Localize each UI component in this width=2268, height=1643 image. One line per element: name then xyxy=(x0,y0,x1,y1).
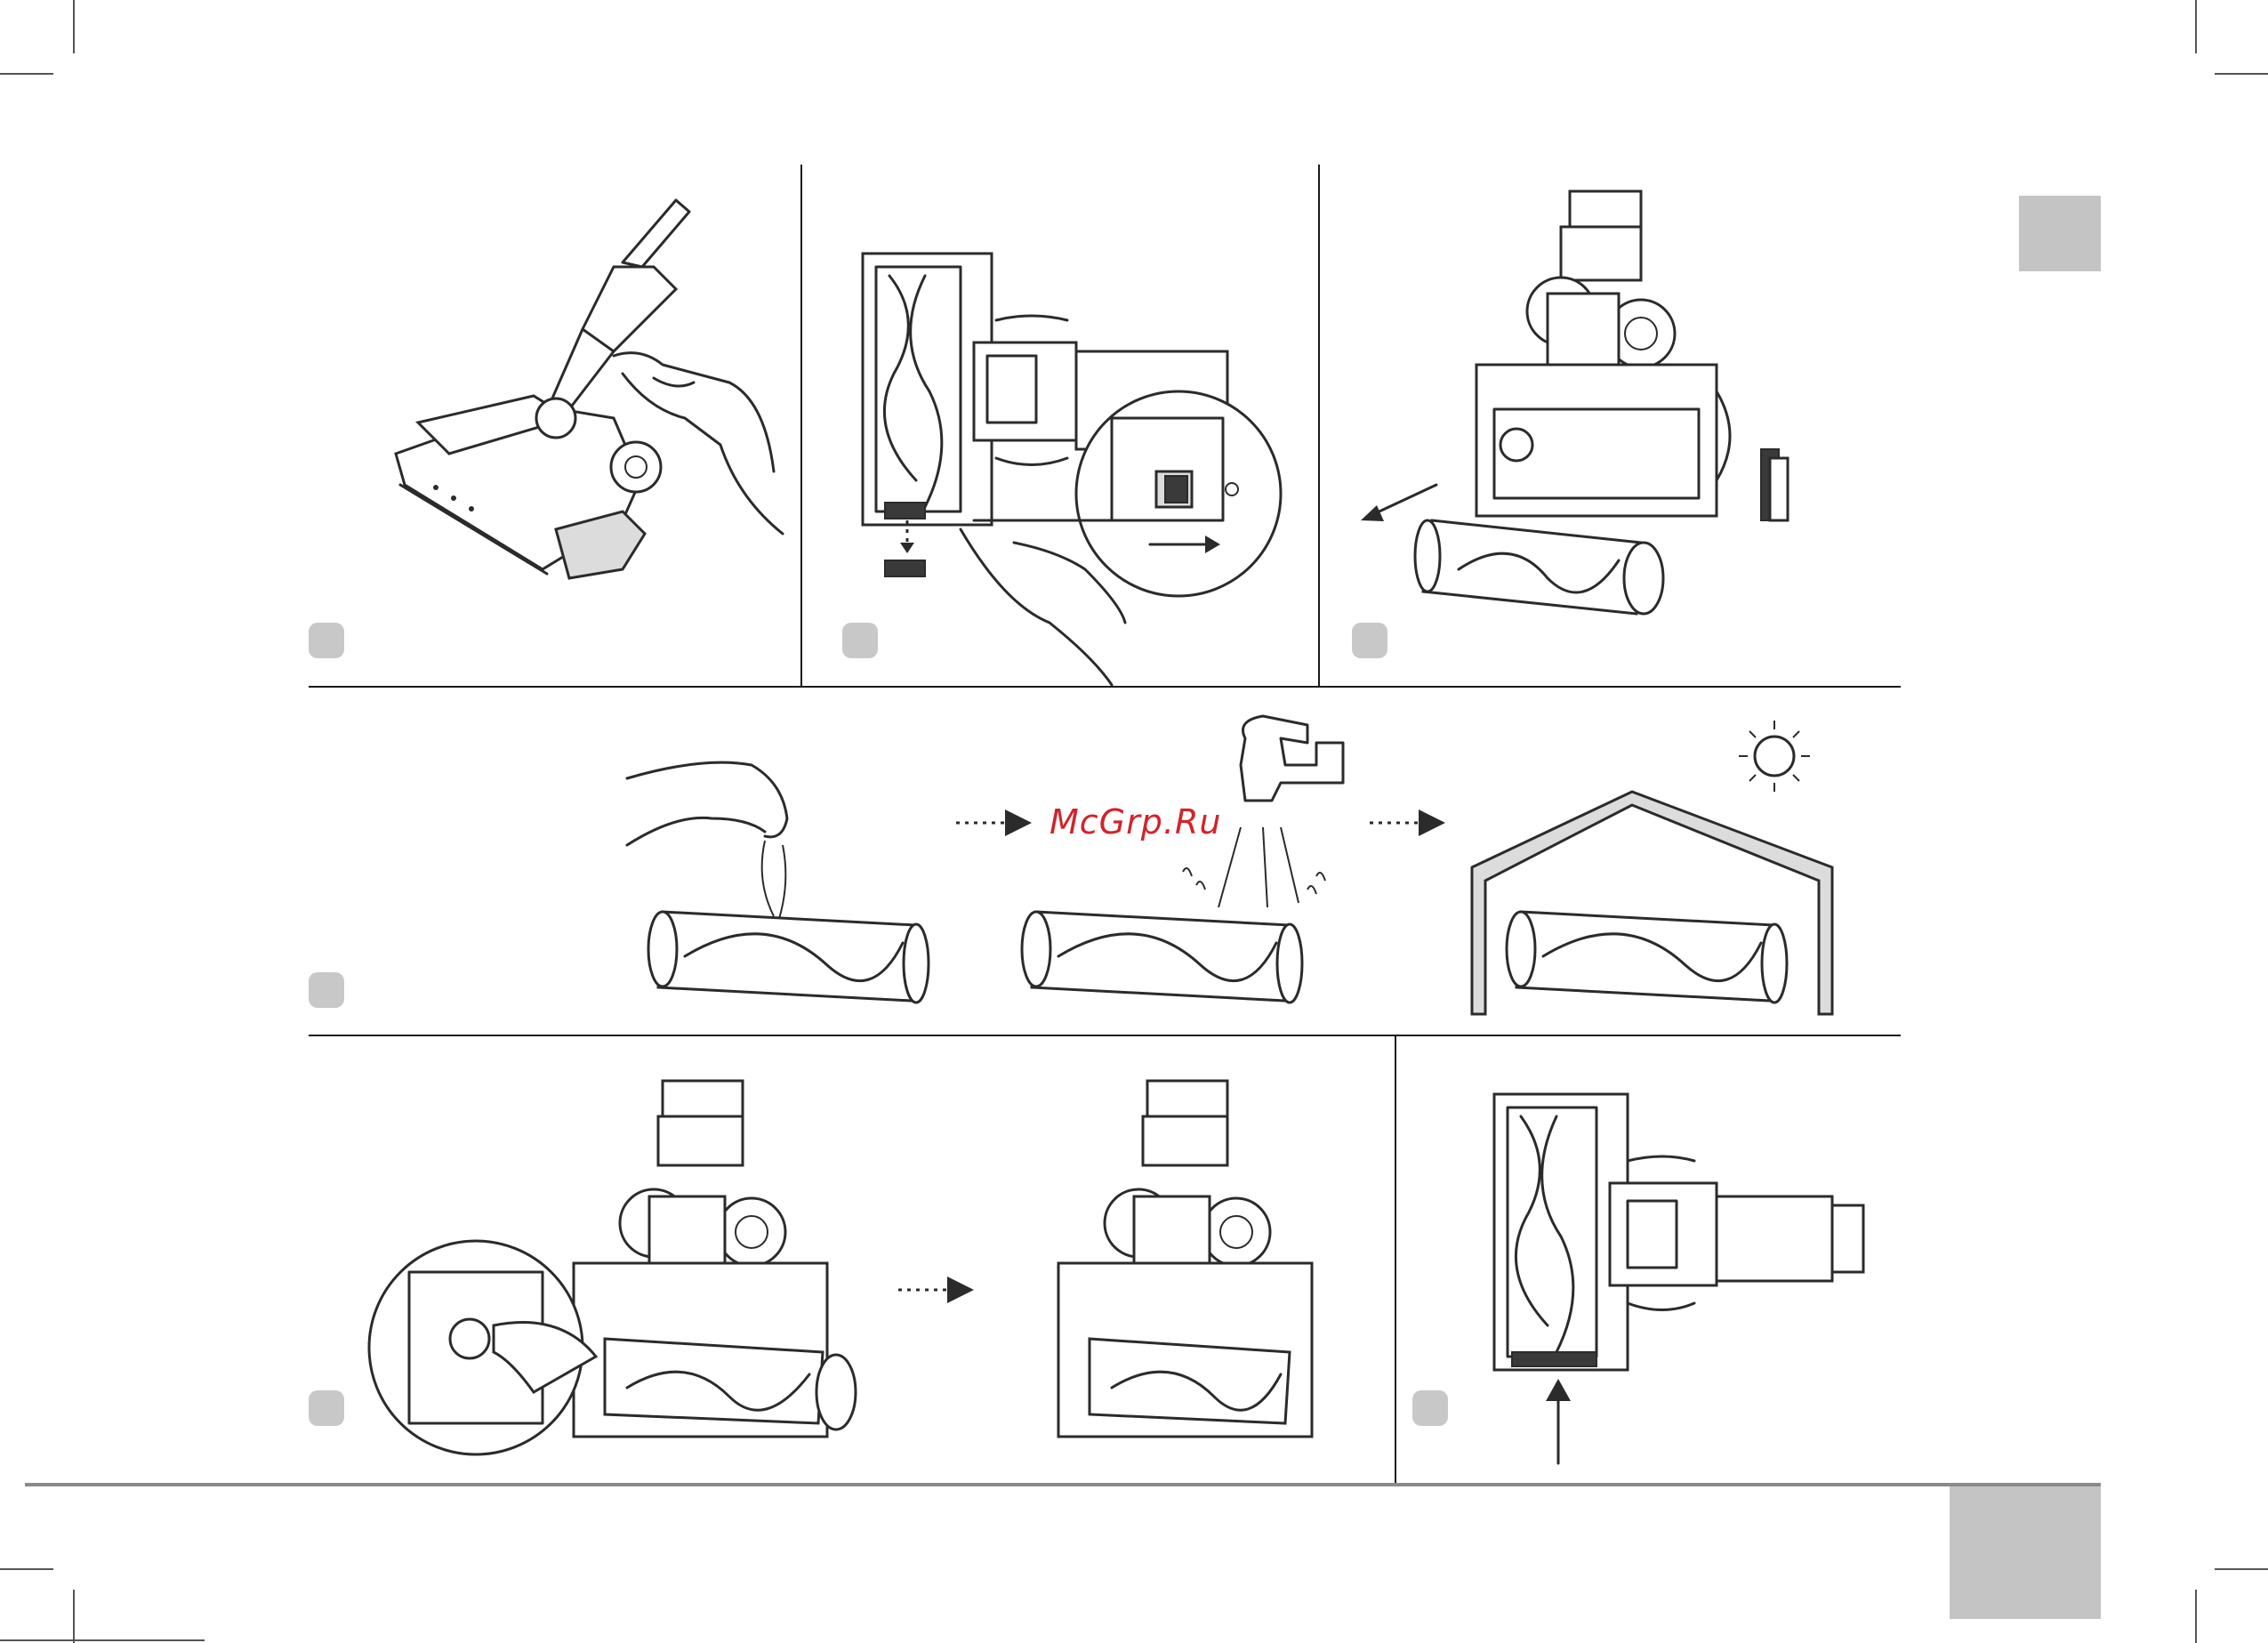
arrow-up-icon xyxy=(1546,1379,1571,1463)
